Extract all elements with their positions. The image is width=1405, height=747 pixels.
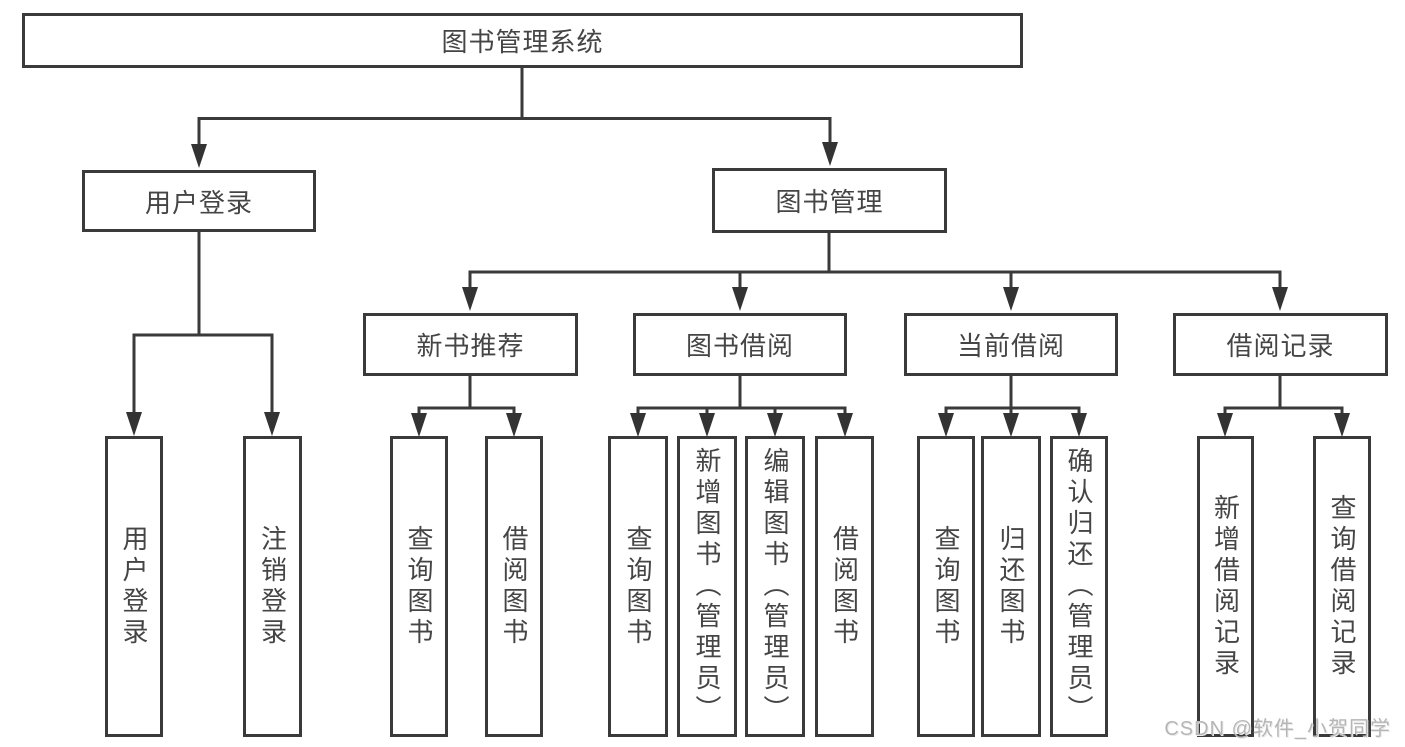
- node-label: 图书借阅: [685, 331, 794, 361]
- leaf-label: 查询图书: [404, 524, 434, 649]
- node-label: 用户登录: [144, 187, 253, 218]
- node-library-system: 图书管理系统: [22, 13, 1023, 68]
- leaf-label: 新增借阅记录: [1210, 493, 1241, 680]
- leaf-query-borrow-record: 查询借阅记录: [1313, 436, 1371, 737]
- leaf-add-borrow-record: 新增借阅记录: [1197, 436, 1254, 737]
- leaf-user-login: 用户登录: [105, 436, 163, 737]
- leaf-confirm-return-admin: 确认归还（管理员）: [1050, 436, 1108, 737]
- leaf-edit-books-admin: 编辑图书（管理员）: [745, 436, 805, 737]
- leaf-return-books: 归还图书: [981, 436, 1041, 737]
- leaf-add-books-admin: 新增图书（管理员）: [677, 436, 737, 737]
- leaf-label: 新增图书（管理员）: [692, 447, 722, 726]
- node-label: 新书推荐: [416, 331, 525, 361]
- leaf-label: 查询借阅记录: [1327, 493, 1357, 680]
- leaf-query-books-1: 查询图书: [390, 436, 448, 737]
- node-user-login: 用户登录: [82, 170, 316, 232]
- node-label: 图书管理: [775, 187, 884, 217]
- node-label: 借阅记录: [1226, 331, 1335, 361]
- leaf-logout: 注销登录: [243, 436, 302, 737]
- leaf-label: 归还图书: [996, 524, 1026, 649]
- leaf-query-books-2: 查询图书: [608, 436, 668, 737]
- leaf-label: 注销登录: [257, 524, 288, 649]
- leaf-label: 查询图书: [623, 524, 653, 649]
- leaf-label: 借阅图书: [499, 524, 529, 649]
- leaf-label: 编辑图书（管理员）: [760, 447, 790, 726]
- leaf-borrow-books-1: 借阅图书: [485, 436, 543, 737]
- node-book-management: 图书管理: [712, 168, 947, 233]
- leaf-borrow-books-2: 借阅图书: [815, 436, 874, 737]
- node-new-book-recommend: 新书推荐: [363, 313, 578, 376]
- node-label: 图书管理系统: [441, 27, 604, 57]
- leaf-label: 确认归还（管理员）: [1064, 447, 1094, 726]
- node-borrow-record: 借阅记录: [1173, 313, 1388, 376]
- leaf-label: 查询图书: [931, 524, 961, 649]
- node-book-borrow: 图书借阅: [633, 313, 847, 376]
- leaf-query-books-3: 查询图书: [917, 436, 975, 737]
- leaf-label: 用户登录: [119, 524, 149, 649]
- leaf-label: 借阅图书: [829, 524, 860, 649]
- node-label: 当前借阅: [956, 331, 1065, 361]
- csdn-watermark: CSDN @软件_小贺同学: [1164, 718, 1391, 740]
- node-current-borrow: 当前借阅: [904, 313, 1118, 376]
